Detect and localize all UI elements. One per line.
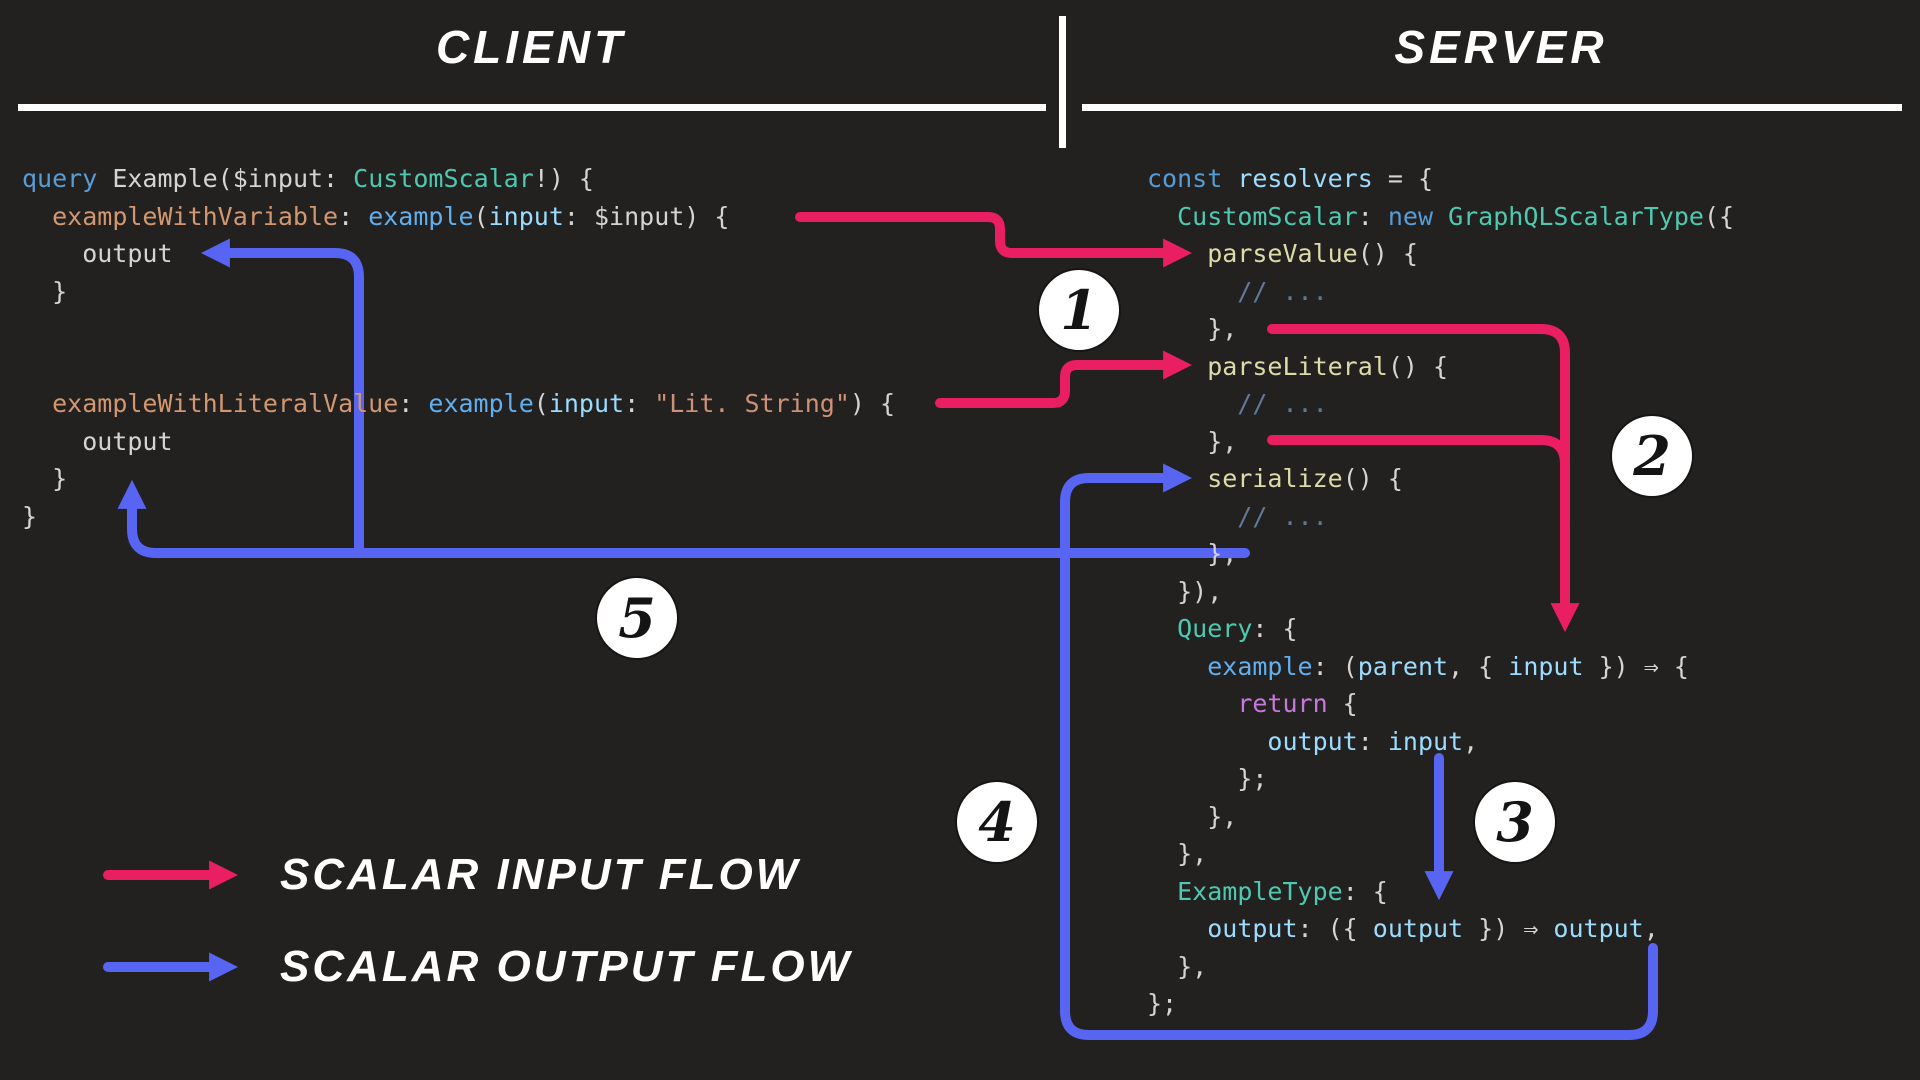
code-line: parseLiteral() { bbox=[1207, 351, 1449, 381]
client-header-rule bbox=[18, 104, 1046, 111]
code-line: output: ({ output }) ⇒ output, bbox=[1207, 914, 1659, 943]
output-flow-arrow-exampletype-to-serialize bbox=[1060, 463, 1658, 1040]
output-flow-arrow-icon bbox=[103, 952, 239, 982]
legend-input-flow: SCALAR INPUT FLOW bbox=[100, 840, 852, 910]
input-flow-arrow-literal-to-parseliteral bbox=[935, 350, 1193, 408]
code-line: // ... bbox=[1147, 501, 1328, 531]
server-code-block: const resolvers = { CustomScalar: new Gr… bbox=[1147, 160, 1734, 1023]
client-column-header: CLIENT bbox=[435, 21, 627, 73]
legend-output-flow: SCALAR OUTPUT FLOW bbox=[100, 932, 852, 1002]
code-line: return { bbox=[1237, 689, 1358, 718]
output-flow-arrow-serialize-to-first-output bbox=[200, 238, 364, 558]
input-flow-arrow-parseliteral-merge bbox=[1267, 435, 1570, 525]
code-line: // ... bbox=[1147, 389, 1328, 418]
code-line: }; bbox=[1147, 764, 1268, 793]
code-line: query Example($input: CustomScalar!) { bbox=[22, 164, 594, 193]
input-flow-arrow-parsed-to-query-input bbox=[1267, 324, 1580, 633]
code-line: const resolvers = { bbox=[1147, 164, 1434, 193]
input-flow-arrow-variable-to-parsevalue bbox=[795, 212, 1193, 268]
legend-output-flow-label: SCALAR OUTPUT FLOW bbox=[280, 942, 853, 991]
code-line: exampleWithLiteralValue: example(input: … bbox=[52, 389, 896, 418]
code-line: }; bbox=[1147, 989, 1178, 1018]
code-line bbox=[22, 310, 895, 348]
code-line: }), bbox=[1147, 576, 1223, 606]
step-badge-1: 1 bbox=[1039, 270, 1119, 350]
legend: SCALAR INPUT FLOW SCALAR OUTPUT FLOW bbox=[100, 840, 852, 1024]
code-line: Query: { bbox=[1177, 614, 1298, 643]
code-line bbox=[22, 348, 895, 386]
code-line: output: input, bbox=[1267, 726, 1479, 756]
code-line: } bbox=[22, 276, 68, 306]
step-badge-3: 3 bbox=[1475, 782, 1555, 862]
step-badge-5: 5 bbox=[597, 578, 677, 658]
code-line: }, bbox=[1147, 539, 1238, 568]
code-line: output bbox=[22, 239, 173, 268]
code-line: // ... bbox=[1147, 276, 1328, 306]
legend-input-flow-label: SCALAR INPUT FLOW bbox=[280, 850, 801, 899]
code-line: example: (parent, { input }) ⇒ { bbox=[1207, 651, 1689, 681]
client-code-block: query Example($input: CustomScalar!) { e… bbox=[22, 160, 895, 535]
server-column-header: SERVER bbox=[1394, 21, 1608, 73]
code-line: }, bbox=[1147, 801, 1238, 831]
step-badge-4: 4 bbox=[957, 782, 1037, 862]
output-flow-arrow-serialize-to-client bbox=[117, 479, 1250, 558]
input-flow-arrow-icon bbox=[103, 860, 239, 890]
code-line: parseValue() { bbox=[1207, 239, 1418, 268]
code-line: }, bbox=[1147, 314, 1238, 343]
step-badge-2: 2 bbox=[1612, 416, 1692, 496]
code-line: CustomScalar: new GraphQLScalarType({ bbox=[1177, 201, 1735, 231]
code-line: }, bbox=[1147, 951, 1208, 981]
code-line: } bbox=[22, 464, 68, 493]
column-divider bbox=[1059, 16, 1066, 148]
code-line: exampleWithVariable: example(input: $inp… bbox=[52, 201, 730, 231]
code-line: output bbox=[22, 426, 173, 456]
server-header-rule bbox=[1082, 104, 1902, 111]
code-line: ExampleType: { bbox=[1177, 876, 1388, 906]
code-line: }, bbox=[1147, 839, 1208, 868]
code-line: } bbox=[22, 501, 38, 531]
code-line: }, bbox=[1147, 426, 1238, 456]
code-line: serialize() { bbox=[1207, 464, 1403, 493]
